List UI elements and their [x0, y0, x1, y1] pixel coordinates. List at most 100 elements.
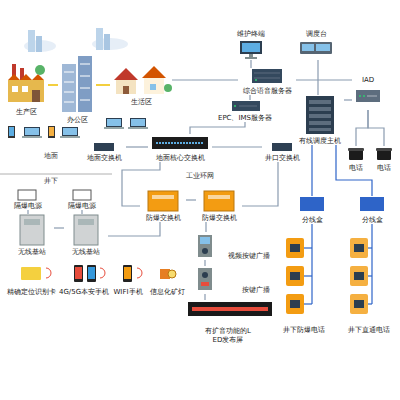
city-tower — [96, 28, 103, 50]
rack-icon — [309, 128, 331, 131]
device-node: 生产区 — [4, 58, 48, 116]
device-node: 电话 — [345, 146, 367, 172]
device-node: 按键广播 — [196, 266, 270, 294]
connector — [204, 260, 205, 266]
connector — [48, 84, 58, 86]
rack-icon — [306, 96, 334, 134]
device-label: 隔爆电源 — [14, 202, 42, 210]
mine-telephone-icon — [290, 244, 300, 252]
connector — [186, 199, 196, 200]
device-label: 无线基站 — [72, 248, 100, 256]
connector — [371, 224, 372, 234]
device-label: 生产区 — [16, 108, 37, 116]
device-node: 调度台 — [296, 30, 336, 60]
broadcast-icon — [198, 235, 212, 257]
connector — [311, 145, 312, 196]
device-node: 精确定位识别卡 — [4, 262, 58, 296]
zone-label: 工业环网 — [186, 172, 214, 180]
monitor-icon — [240, 41, 262, 54]
terminal-device — [9, 127, 14, 136]
office-building — [64, 102, 74, 103]
house — [114, 68, 138, 80]
mobile-terminal-icon — [75, 267, 82, 279]
mine-telephone-icon — [368, 275, 372, 276]
server-icon — [255, 79, 257, 81]
device-label: 调度台 — [306, 30, 327, 38]
terminal-device — [25, 128, 39, 135]
broadcast-icon — [201, 282, 209, 286]
connector — [356, 110, 368, 146]
switch-icon — [156, 142, 204, 144]
office-building — [80, 100, 90, 101]
terminal-device — [107, 119, 121, 126]
terminal-device — [106, 118, 122, 127]
mine-telephone-icon — [290, 300, 300, 308]
device-label: 4G/5G本安手机 — [59, 288, 109, 296]
device-label: 视频按键广播 — [228, 252, 270, 260]
zone-label: 地面 — [44, 152, 58, 160]
terminal-device — [62, 127, 78, 136]
office-building — [64, 92, 74, 93]
connector — [205, 222, 206, 232]
mine-telephone-icon — [286, 294, 304, 314]
telephone-icon — [348, 148, 364, 151]
connector — [242, 162, 278, 206]
device-node: 防爆交换机 — [140, 190, 186, 222]
iad-icon — [356, 90, 380, 102]
mobile-terminal-icon — [21, 267, 41, 280]
monitor-icon — [245, 57, 257, 59]
led-screen-icon — [192, 307, 268, 311]
mine-telephone-icon — [354, 244, 364, 252]
mobile-terminal-icon — [100, 268, 105, 278]
factory-building — [8, 74, 44, 80]
iad-icon — [367, 96, 377, 97]
connector — [250, 60, 251, 68]
device-label: 有扩音功能的LED发布屏 — [205, 327, 251, 344]
rack-icon — [309, 121, 331, 125]
device-label: 无线基站 — [18, 248, 46, 256]
switch-icon — [94, 137, 292, 151]
monitor-icon — [240, 41, 262, 59]
device-node: 生活区 — [110, 62, 172, 106]
office-building — [64, 82, 74, 83]
mine-telephone-icon — [304, 247, 312, 248]
mine-telephone-icon — [286, 266, 304, 286]
device-node: 井口交换机 — [262, 140, 302, 162]
iad-icon — [359, 95, 361, 97]
led-screen-icon — [188, 302, 272, 316]
connector — [96, 84, 110, 86]
mine-telephone-icon — [286, 234, 372, 314]
zone-label: 井下 — [44, 177, 58, 185]
device-label: 分线盒 — [362, 216, 383, 224]
device-label: 电话 — [349, 164, 363, 172]
device-node: 综合语音服务器 — [238, 68, 296, 95]
mobile-terminal-icon — [46, 268, 51, 278]
mine-telephone-icon — [368, 247, 372, 248]
connector — [344, 99, 352, 100]
house — [116, 80, 136, 94]
server-icon — [234, 105, 236, 107]
mine-telephone-icon — [350, 294, 368, 314]
mobile-terminal-icon — [88, 267, 95, 279]
connector — [212, 146, 262, 147]
server-icon — [254, 78, 280, 79]
switch-icon — [94, 143, 114, 151]
factory-building — [8, 80, 44, 102]
explosion-proof-switch-icon — [152, 195, 174, 199]
connector — [368, 110, 384, 146]
device-label: EPC、IMS服务器 — [218, 114, 272, 122]
monitor-icon — [242, 43, 260, 52]
iad-icon — [363, 95, 365, 97]
factory-building — [32, 90, 40, 102]
server-icon — [232, 101, 260, 111]
power-supply-icon — [73, 190, 91, 200]
connector — [172, 79, 238, 80]
console-icon — [300, 42, 332, 54]
power-supply-icon — [18, 190, 36, 200]
mine-telephone-icon — [354, 300, 364, 308]
device-label: 分线盒 — [302, 216, 323, 224]
mobile-terminal-icon — [168, 270, 176, 278]
connector — [311, 224, 312, 234]
device-label: 生活区 — [131, 98, 152, 106]
